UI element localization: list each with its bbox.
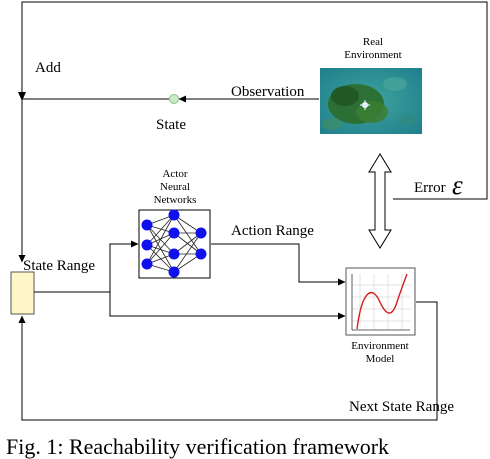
error-label: Error [414,180,446,196]
real-environment-label: Real Environment [333,36,413,62]
actor-label: Actor Neural Networks [135,168,215,207]
epsilon-symbol: ε [452,170,463,200]
double-arrow-icon [368,153,392,249]
state-range-label: State Range [23,258,96,274]
error-feedback-line [21,1,488,200]
real-environment-line-2: Environment [344,49,402,61]
next-state-feedback-line [18,301,438,421]
state-range-box [10,271,35,315]
actor-line-1: Actor [162,168,188,180]
state-label: State [156,117,186,133]
state-node [169,94,179,104]
state-range-to-model-line [109,292,346,320]
add-arrowhead [18,92,26,101]
state-range-to-actor-line [34,240,139,293]
action-range-arrow [211,243,346,286]
add-label: Add [35,60,61,76]
observation-label: Observation [231,84,305,100]
action-range-label: Action Range [231,223,314,239]
real-environment-line-1: Real [362,36,384,48]
environment-model-label: Environment Model [340,340,420,366]
environment-model-line-1: Environment [351,340,409,352]
real-environment-image-icon [320,68,422,134]
environment-model-plot-icon [345,267,416,336]
next-state-range-label: Next State Range [349,399,454,415]
actor-line-2: Neural [160,181,190,193]
actor-line-3: Networks [153,194,197,206]
environment-model-line-2: Model [365,353,395,365]
figure-caption: Fig. 1: Reachability verification framew… [6,434,390,459]
neural-network-icon [138,209,211,279]
